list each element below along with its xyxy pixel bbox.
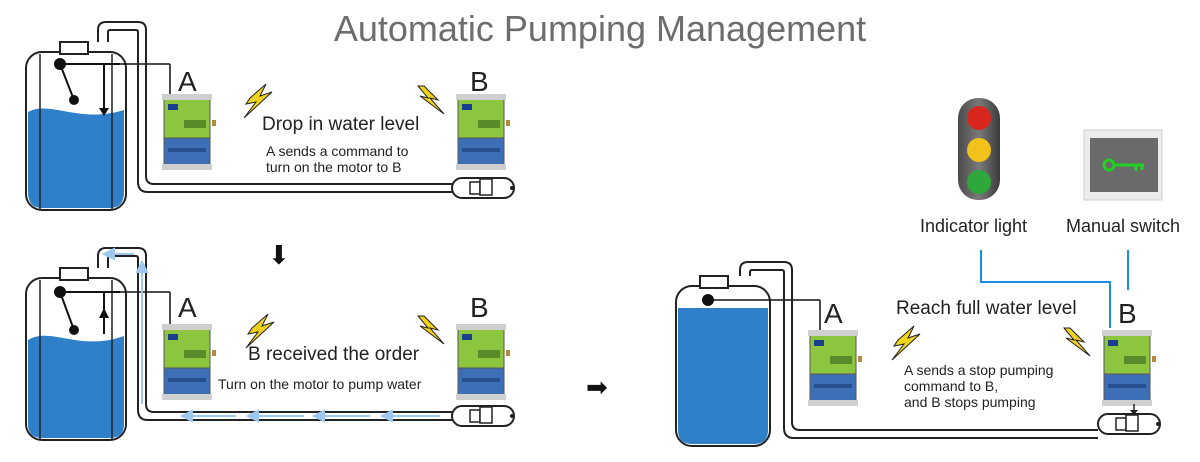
panel2-heading: B received the order bbox=[248, 344, 420, 365]
panel1-heading: Drop in water level bbox=[262, 114, 420, 135]
panel-2-pumping bbox=[25, 247, 515, 441]
water-flow-arrows bbox=[101, 247, 440, 423]
controller-module-a bbox=[162, 94, 216, 170]
panel-3-full-level bbox=[675, 98, 1163, 447]
controller-module-b bbox=[1102, 330, 1156, 406]
panel-1-water-drop bbox=[25, 21, 515, 211]
controller-module-a bbox=[808, 330, 862, 406]
water-tank bbox=[25, 267, 127, 441]
panel1-line1: A sends a command to bbox=[266, 143, 409, 159]
pump-motor bbox=[451, 405, 515, 427]
diagram-title: Automatic Pumping Management bbox=[333, 8, 867, 49]
module-b-label: B bbox=[470, 66, 489, 97]
pump-motor bbox=[1097, 404, 1161, 435]
panel3-line3: and B stops pumping bbox=[904, 394, 1036, 410]
controller-module-b bbox=[456, 94, 510, 170]
panel3-line2: command to B, bbox=[904, 378, 999, 394]
module-a-label: A bbox=[824, 298, 843, 329]
panel2-caption: Turn on the motor to pump water bbox=[218, 376, 422, 392]
module-b-label: B bbox=[1118, 298, 1137, 329]
key-switch-icon bbox=[1083, 129, 1163, 201]
water-tank bbox=[25, 41, 127, 211]
manual-switch-label: Manual switch bbox=[1066, 216, 1181, 236]
lightning-icon bbox=[891, 325, 1091, 361]
controller-module-a bbox=[162, 324, 216, 400]
signal-wires bbox=[980, 250, 1129, 328]
panel3-line1: A sends a stop pumping bbox=[904, 362, 1054, 378]
indicator-light-label: Indicator light bbox=[920, 216, 1028, 236]
lightning-icon bbox=[243, 83, 445, 119]
float-switch bbox=[702, 294, 821, 332]
right-arrow-icon: ➡ bbox=[586, 372, 608, 402]
water-pipe bbox=[97, 21, 452, 193]
water-tank bbox=[675, 275, 771, 447]
water-pipe bbox=[739, 261, 1098, 439]
panel3-heading: Reach full water level bbox=[896, 298, 1077, 319]
down-arrow-icon: ⬇ bbox=[268, 240, 290, 270]
module-b-label: B bbox=[470, 292, 489, 323]
controller-module-b bbox=[456, 324, 510, 400]
module-a-label: A bbox=[178, 292, 197, 323]
module-a-label: A bbox=[178, 66, 197, 97]
traffic-light-icon bbox=[958, 98, 1000, 200]
float-switch bbox=[54, 286, 171, 335]
water-pipe bbox=[97, 247, 452, 421]
panel1-line2: turn on the motor to B bbox=[266, 159, 402, 175]
lightning-icon bbox=[245, 313, 445, 349]
pump-motor bbox=[451, 177, 515, 199]
